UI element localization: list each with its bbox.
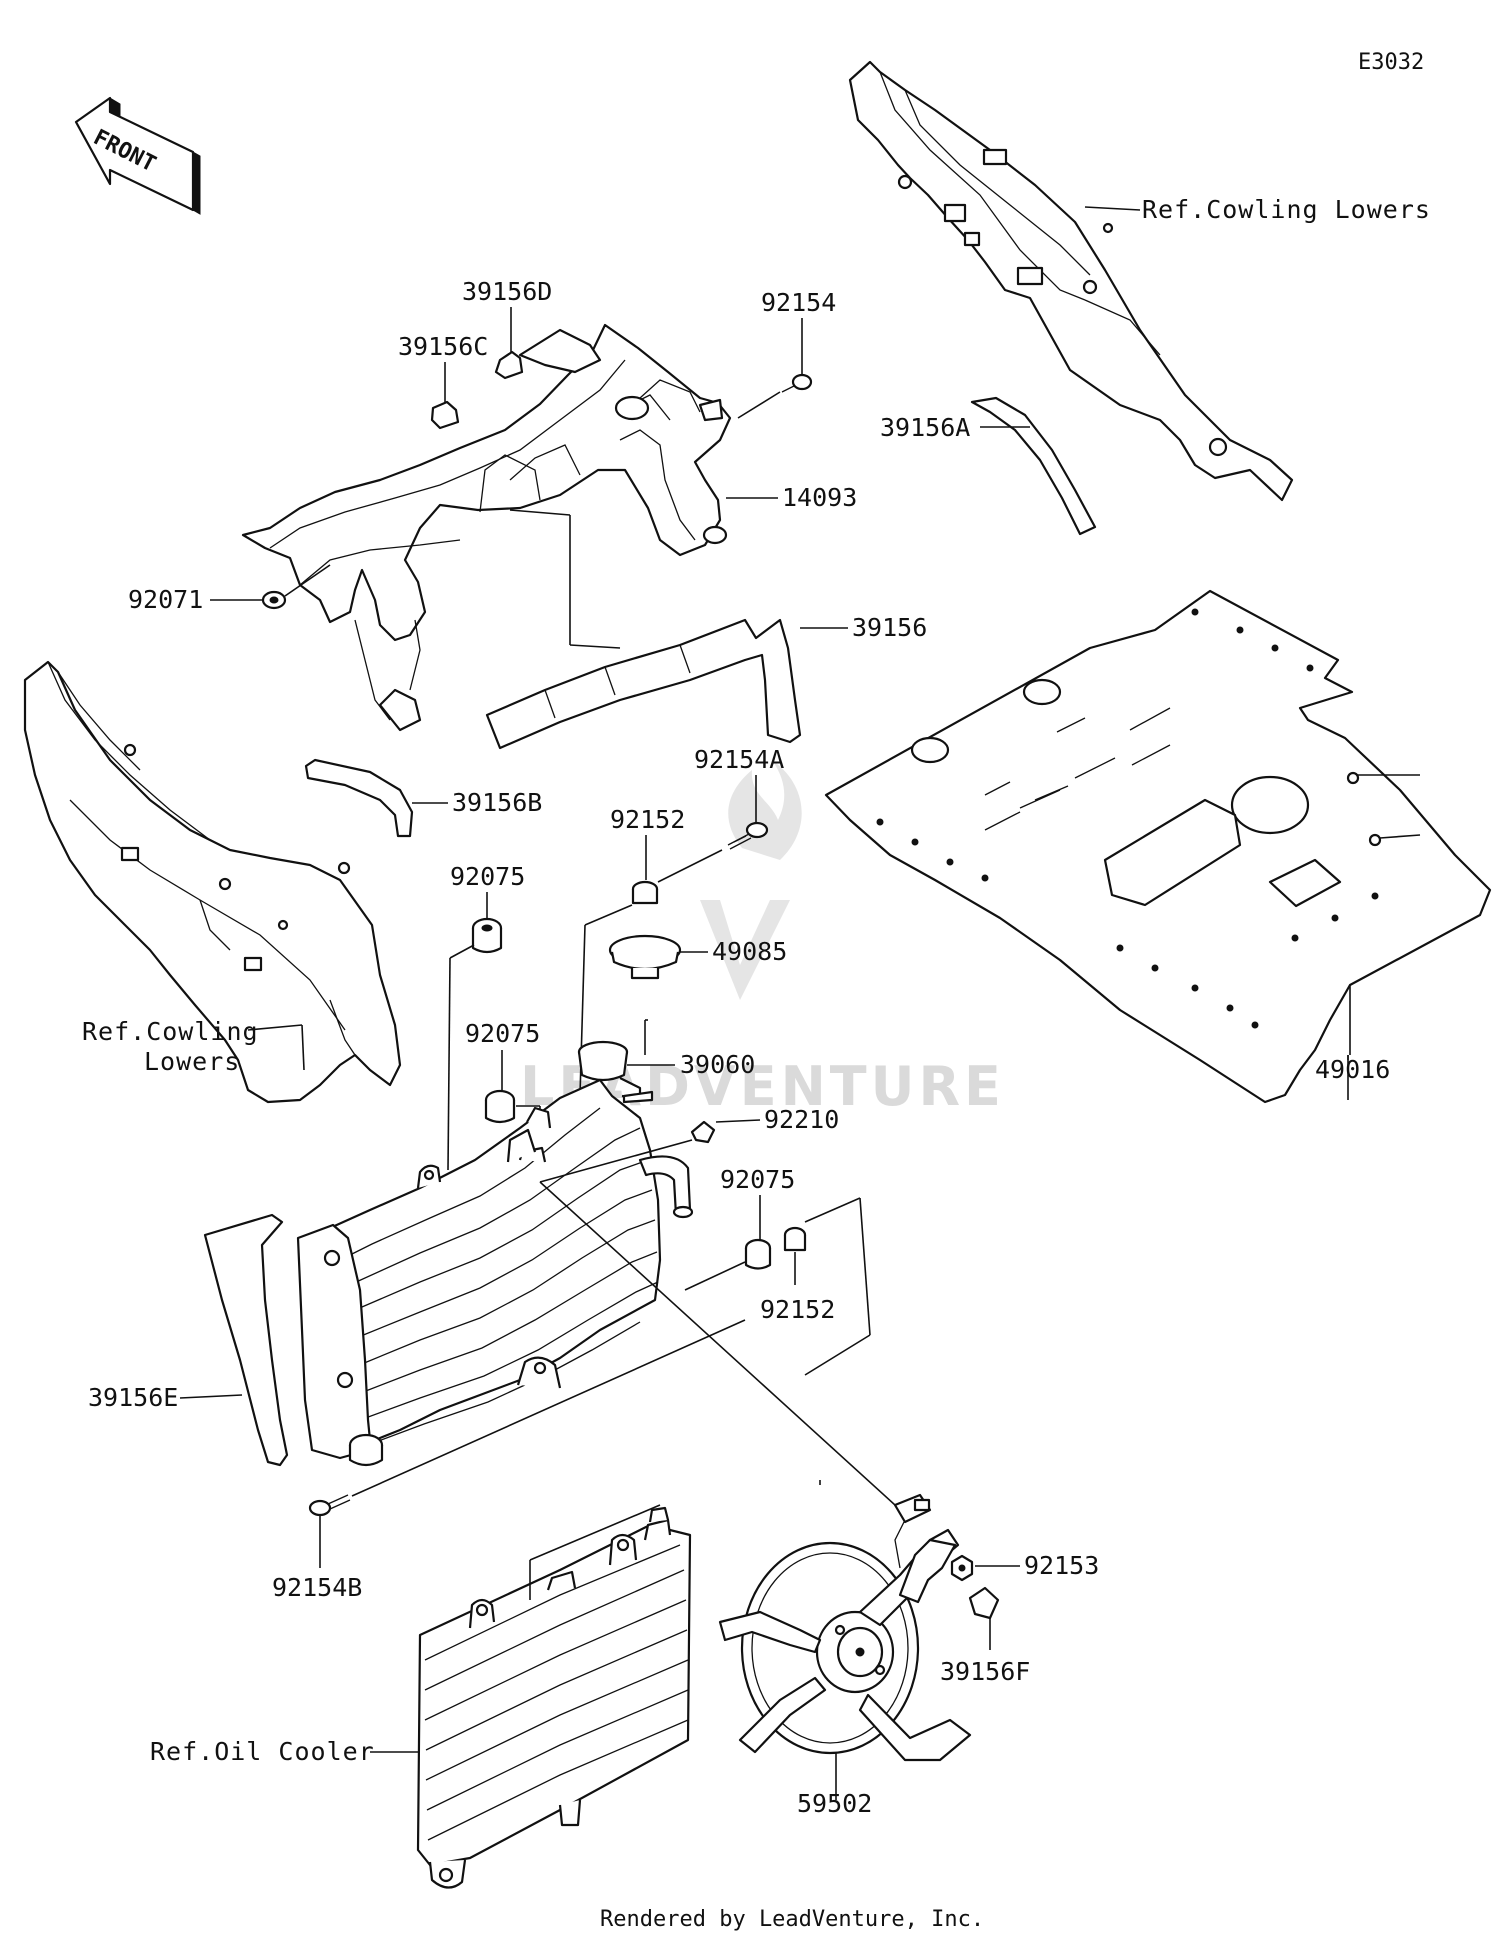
label-92210: 92210 xyxy=(764,1105,839,1134)
flame-icon xyxy=(728,760,802,860)
label-92075-1: 92075 xyxy=(450,862,525,891)
label-92075-2: 92075 xyxy=(465,1019,540,1048)
fan-59502-part xyxy=(718,1493,972,1762)
label-39060: 39060 xyxy=(680,1050,755,1079)
clip-nut-92210-part xyxy=(690,1120,716,1144)
label-92152-top: 92152 xyxy=(610,805,685,834)
clip-39156C-part xyxy=(430,400,460,430)
oil-cooler-part xyxy=(416,1506,692,1889)
diagram-code: E3032 xyxy=(1358,50,1424,75)
footer-credit: Rendered by LeadVenture, Inc. xyxy=(600,1907,984,1932)
pad-39156B-part xyxy=(304,758,414,838)
label-59502: 59502 xyxy=(797,1789,872,1818)
grommet-92075-3-part xyxy=(744,1238,772,1270)
label-49016: 49016 xyxy=(1315,1055,1390,1084)
label-39156F: 39156F xyxy=(940,1657,1030,1686)
air-duct-14093-part xyxy=(241,323,732,732)
seal-39156-part xyxy=(485,618,802,750)
ref-cowling-lowers-top: Ref.Cowling Lowers xyxy=(1142,195,1431,224)
screw-92154-part xyxy=(781,373,813,393)
label-92153: 92153 xyxy=(1024,1551,1099,1580)
label-39156E: 39156E xyxy=(88,1383,178,1412)
pad-39156F-part xyxy=(968,1586,1000,1620)
pad-39156A-part xyxy=(970,396,1097,536)
front-arrow-icon: FRONT xyxy=(74,96,201,215)
label-39156A: 39156A xyxy=(880,413,970,442)
label-39156C: 39156C xyxy=(398,332,488,361)
label-92075-3: 92075 xyxy=(720,1165,795,1194)
label-39156D: 39156D xyxy=(462,277,552,306)
pad-39156E-part xyxy=(203,1213,289,1467)
grommet-92071-part xyxy=(261,590,287,610)
ref-cowling-lowers-left-2: Lowers xyxy=(144,1047,240,1076)
label-14093: 14093 xyxy=(782,483,857,512)
label-92071: 92071 xyxy=(128,585,203,614)
label-49085: 49085 xyxy=(712,937,787,966)
label-92154: 92154 xyxy=(761,288,836,317)
label-92154A: 92154A xyxy=(694,745,784,774)
left-cowling-part xyxy=(23,660,402,1104)
grommet-92075-2-part xyxy=(484,1089,516,1124)
radiator-cap-49085-part xyxy=(608,934,682,980)
grommet-92075-1-part xyxy=(471,917,503,954)
label-39156: 39156 xyxy=(852,613,927,642)
watermark-v-icon xyxy=(700,900,790,1000)
label-39156B: 39156B xyxy=(452,788,542,817)
label-92152-mid: 92152 xyxy=(760,1295,835,1324)
clip-39156D-part xyxy=(494,350,524,380)
collar-92152-mid-part xyxy=(783,1226,807,1252)
label-92154B: 92154B xyxy=(272,1573,362,1602)
collar-92152-top-part xyxy=(631,880,659,905)
nut-92153-part xyxy=(950,1554,974,1582)
screw-92154A-part xyxy=(727,821,769,850)
screw-92154B-part xyxy=(308,1494,351,1517)
ref-cowling-lowers-left-1: Ref.Cowling xyxy=(82,1017,259,1046)
ref-oil-cooler: Ref.Oil Cooler xyxy=(150,1737,375,1766)
skid-plate-49016-part xyxy=(824,589,1492,1104)
right-cowling-part xyxy=(848,60,1294,502)
